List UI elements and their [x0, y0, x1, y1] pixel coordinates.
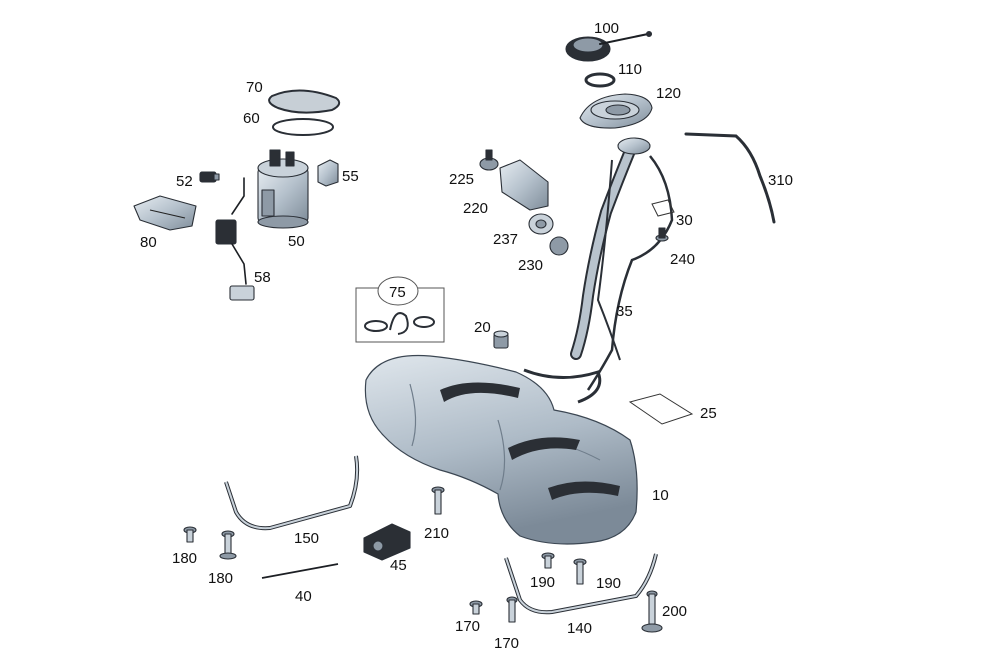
callout-240: 240 — [670, 251, 695, 268]
callout-190-a: 190 — [530, 574, 555, 591]
part-180-bolt-a — [183, 526, 197, 543]
callout-237: 237 — [493, 231, 518, 248]
callout-170-b: 170 — [494, 635, 519, 652]
part-100-filler-cap — [565, 30, 653, 62]
part-240-bolt — [655, 227, 669, 242]
callout-35: 35 — [616, 303, 633, 320]
callout-75: 75 — [389, 284, 406, 301]
callout-225: 225 — [449, 171, 474, 188]
callout-45: 45 — [390, 557, 407, 574]
callout-40: 40 — [295, 588, 312, 605]
callout-80: 80 — [140, 234, 157, 251]
part-170-bolt-b — [506, 596, 518, 623]
callout-10: 10 — [652, 487, 669, 504]
part-58-level-sender — [215, 177, 255, 301]
callout-50: 50 — [288, 233, 305, 250]
callout-100: 100 — [594, 20, 619, 37]
part-55-bracket-clip — [317, 159, 339, 187]
part-200-bolt — [641, 590, 663, 633]
callout-20: 20 — [474, 319, 491, 336]
callout-30: 30 — [676, 212, 693, 229]
callout-170-a: 170 — [455, 618, 480, 635]
part-150-tank-strap — [224, 455, 360, 531]
part-45-sensor — [363, 523, 411, 561]
callout-140: 140 — [567, 620, 592, 637]
part-35-filler-neck — [523, 137, 674, 404]
part-70-gasket — [268, 89, 341, 114]
callout-110: 110 — [618, 61, 642, 78]
part-120-filler-housing — [579, 93, 653, 129]
callout-60: 60 — [243, 110, 260, 127]
callout-180-b: 180 — [208, 570, 233, 587]
callout-230: 230 — [518, 257, 543, 274]
callout-25: 25 — [700, 405, 717, 422]
part-237-grommet — [528, 213, 554, 235]
callout-120: 120 — [656, 85, 681, 102]
part-110-seal-ring — [584, 72, 616, 88]
callout-52: 52 — [176, 173, 193, 190]
part-40-line — [261, 563, 339, 579]
part-220-shield — [499, 159, 549, 211]
part-20-valve — [493, 330, 509, 349]
part-170-bolt-a — [469, 600, 483, 615]
part-230-plug — [549, 236, 569, 256]
part-52-connector — [199, 171, 220, 183]
callout-180-a: 180 — [172, 550, 197, 567]
part-10-fuel-tank — [364, 354, 638, 545]
callout-310: 310 — [768, 172, 793, 189]
part-30-label — [651, 199, 675, 217]
part-60-o-ring — [272, 118, 334, 136]
part-80-cover-plate — [133, 195, 197, 231]
part-75-seal-kit — [355, 276, 445, 343]
part-25-pad — [628, 393, 694, 425]
callout-70: 70 — [246, 79, 263, 96]
callout-58: 58 — [254, 269, 271, 286]
part-140-tank-strap — [504, 553, 658, 615]
part-225-vent-valve — [479, 149, 499, 171]
callout-150: 150 — [294, 530, 319, 547]
callout-220: 220 — [463, 200, 488, 217]
part-190-bolt-b — [573, 558, 587, 585]
callout-210: 210 — [424, 525, 449, 542]
part-190-bolt-a — [541, 552, 555, 569]
callout-200: 200 — [662, 603, 687, 620]
callout-190-b: 190 — [596, 575, 621, 592]
part-50-fuel-pump-module — [257, 149, 309, 229]
part-180-bolt-b — [219, 530, 237, 560]
callout-55: 55 — [342, 168, 359, 185]
part-310-vent-line — [684, 132, 776, 224]
part-210-bolt — [431, 486, 445, 515]
